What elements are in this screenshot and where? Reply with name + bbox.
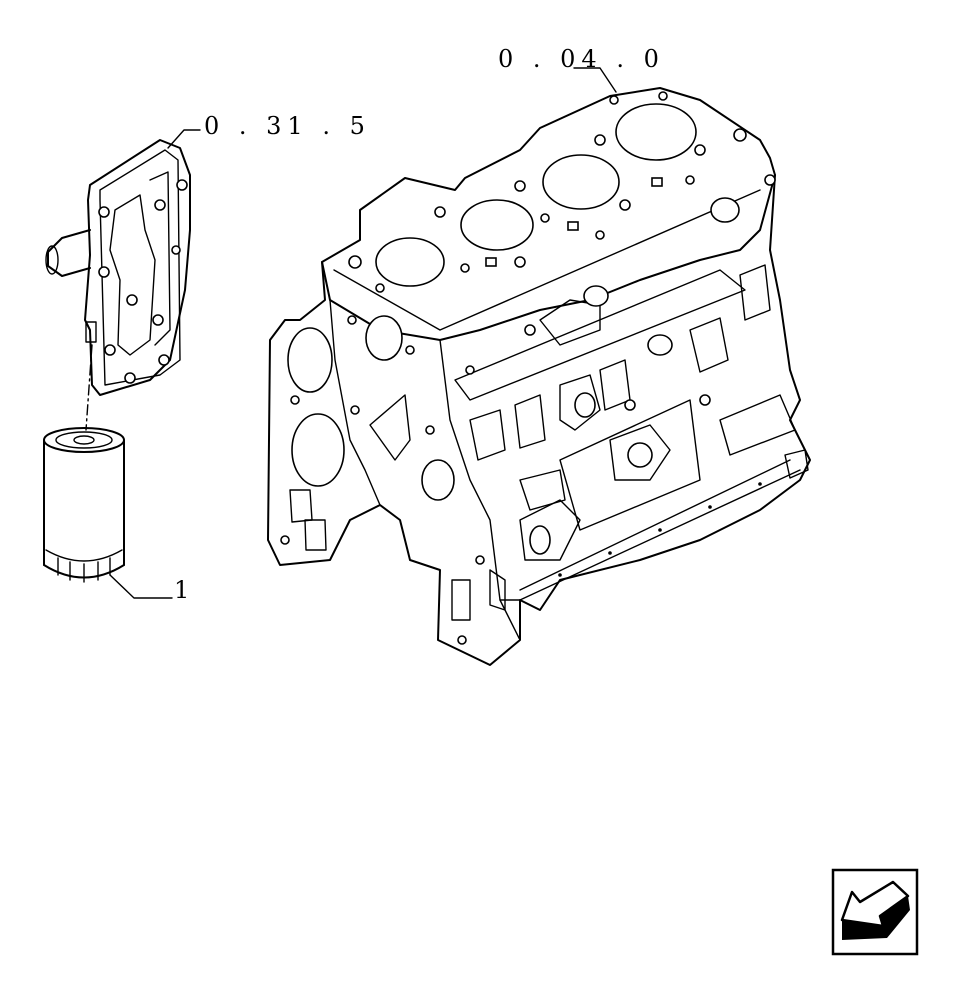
oil-filter-leader <box>109 574 173 599</box>
oil-filter <box>43 427 125 583</box>
assembly-centerline <box>85 344 93 431</box>
engine-block-label: 0 . 04 . 0 <box>498 45 665 73</box>
filter-support-leader <box>167 129 201 149</box>
filter-support <box>45 139 191 396</box>
oil-filter-label: 1 <box>174 576 190 604</box>
filter-support-label: 0 . 31 . 5 <box>204 112 371 140</box>
arrow-back-icon[interactable] <box>831 868 919 956</box>
engine-block <box>267 87 811 666</box>
engine-block-leader <box>573 67 617 93</box>
